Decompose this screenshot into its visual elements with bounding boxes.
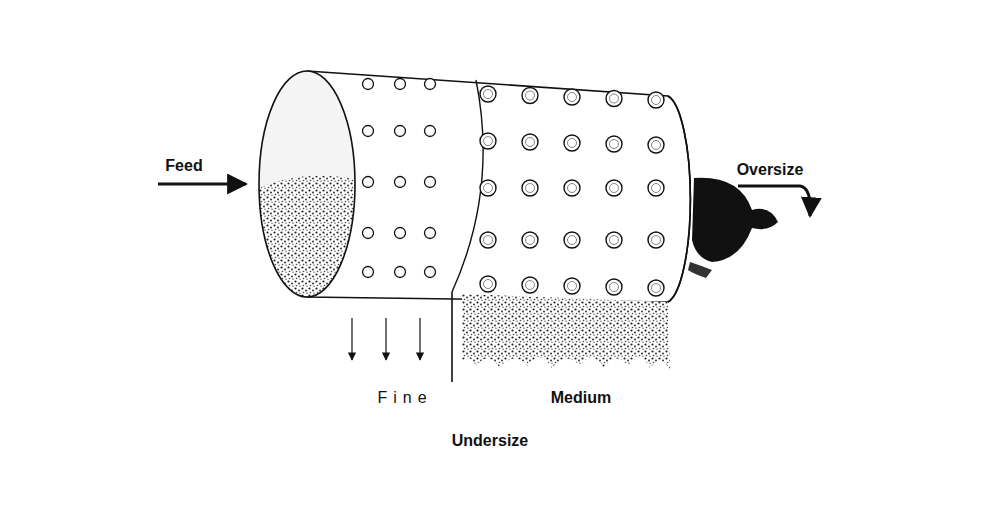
large-hole: [564, 232, 580, 248]
small-hole: [395, 228, 406, 239]
small-hole: [395, 267, 406, 278]
large-hole: [522, 88, 538, 104]
feed-label: Feed: [165, 157, 202, 175]
small-hole: [395, 177, 406, 188]
large-hole: [564, 278, 580, 294]
hole-rim: [652, 284, 661, 293]
hole-rim: [484, 184, 493, 193]
large-hole: [606, 136, 622, 152]
hole-rim: [652, 236, 661, 245]
oversize-material: [688, 262, 712, 278]
oversize-arrow: [738, 186, 810, 216]
hole-rim: [484, 236, 493, 245]
fine-label: Fine: [377, 389, 432, 407]
hole-rim: [526, 236, 535, 245]
large-hole: [606, 91, 622, 107]
small-hole: [425, 126, 436, 137]
oversize-label: Oversize: [737, 161, 804, 179]
medium-material: [462, 294, 670, 370]
large-hole: [564, 180, 580, 196]
hole-rim: [526, 281, 535, 290]
large-hole: [606, 232, 622, 248]
hole-rim: [484, 137, 493, 146]
large-hole: [522, 180, 538, 196]
large-hole: [522, 277, 538, 293]
hole-rim: [610, 283, 619, 292]
hole-rim: [568, 184, 577, 193]
large-hole: [648, 180, 664, 196]
hole-rim: [652, 184, 661, 193]
small-hole: [395, 79, 406, 90]
large-hole: [564, 89, 580, 105]
large-hole: [648, 92, 664, 108]
small-hole: [395, 126, 406, 137]
large-hole: [480, 232, 496, 248]
medium-label: Medium: [551, 389, 611, 407]
hole-rim: [526, 138, 535, 147]
large-hole: [648, 280, 664, 296]
large-hole: [648, 137, 664, 153]
hole-rim: [484, 90, 493, 99]
large-hole: [522, 232, 538, 248]
small-hole: [363, 79, 374, 90]
hole-rim: [568, 139, 577, 148]
large-hole: [564, 135, 580, 151]
screen-divider: [452, 80, 483, 292]
hole-rim: [652, 141, 661, 150]
large-hole: [480, 133, 496, 149]
feed-arrow: [158, 183, 246, 186]
large-hole: [480, 276, 496, 292]
small-hole: [363, 126, 374, 137]
hole-rim: [610, 94, 619, 103]
hole-rim: [568, 93, 577, 102]
large-hole: [648, 232, 664, 248]
small-hole: [363, 177, 374, 188]
small-hole: [425, 79, 436, 90]
fine-arrow: [419, 318, 420, 360]
fraction-divider: [451, 292, 453, 382]
small-hole: [363, 228, 374, 239]
hole-rim: [610, 184, 619, 193]
large-hole: [522, 134, 538, 150]
hole-rim: [484, 280, 493, 289]
large-hole: [606, 279, 622, 295]
hole-rim: [610, 140, 619, 149]
feed-material: [255, 70, 365, 300]
oversize-material: [692, 178, 778, 262]
small-hole: [425, 177, 436, 188]
hole-rim: [610, 236, 619, 245]
hole-rim: [526, 91, 535, 100]
hole-rim: [526, 184, 535, 193]
screen-holes: [363, 79, 665, 297]
undersize-label: Undersize: [452, 432, 528, 450]
small-hole: [425, 267, 436, 278]
drum-body: [307, 71, 690, 302]
large-hole: [606, 180, 622, 196]
fine-arrow: [351, 318, 352, 360]
fine-arrow: [385, 318, 386, 360]
feed-opening: [259, 71, 355, 297]
drum-end: [668, 96, 690, 302]
hole-rim: [568, 282, 577, 291]
hole-rim: [652, 96, 661, 105]
large-hole: [480, 180, 496, 196]
large-hole: [480, 86, 496, 102]
small-hole: [425, 228, 436, 239]
small-hole: [363, 267, 374, 278]
hole-rim: [568, 236, 577, 245]
